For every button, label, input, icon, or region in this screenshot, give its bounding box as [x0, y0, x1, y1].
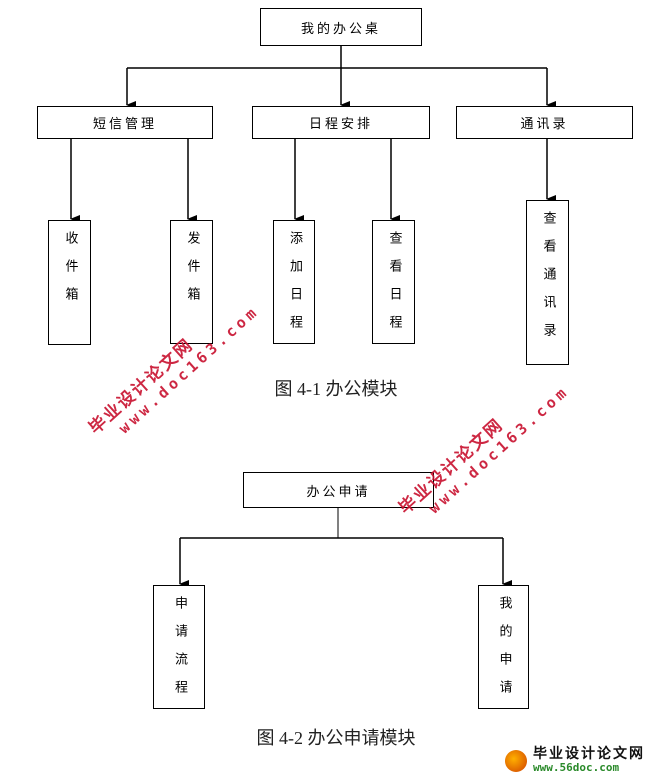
node-label: 我的申请 [496, 596, 512, 708]
node-label: 查看日程 [386, 231, 402, 343]
node-label: 日程安排 [308, 117, 373, 132]
node-label: 短信管理 [92, 117, 157, 132]
node-label: 我的办公桌 [300, 21, 381, 37]
node-inbox: 收件箱 [48, 220, 91, 345]
node-label: 申请流程 [172, 596, 187, 708]
node-application-process: 申请流程 [153, 585, 205, 709]
figure-1-caption: 图 4-1 办公模块 [274, 379, 398, 399]
node-view-schedule: 查看日程 [372, 220, 415, 344]
node-label: 查看通讯录 [540, 211, 556, 351]
node-label: 收件箱 [62, 231, 78, 315]
figure-2-caption: 图 4-2 办公申请模块 [256, 728, 416, 748]
logo-url: www.56doc.com [533, 761, 620, 774]
node-my-office-desk: 我的办公桌 [260, 8, 422, 46]
site-logo: 毕业设计论文网 www.56doc.com [505, 746, 645, 774]
node-label: 发件箱 [184, 231, 200, 315]
node-outbox: 发件箱 [170, 220, 213, 344]
logo-name: 毕业设计论文网 [533, 746, 645, 762]
node-label: 办公申请 [306, 484, 371, 500]
node-add-schedule: 添加日程 [273, 220, 315, 344]
node-my-applications: 我的申请 [478, 585, 529, 709]
node-sms-management: 短信管理 [37, 106, 213, 139]
node-view-contacts: 查看通讯录 [526, 200, 569, 365]
node-contacts: 通讯录 [456, 106, 633, 139]
logo-icon [505, 750, 527, 772]
node-schedule: 日程安排 [252, 106, 430, 139]
node-label: 添加日程 [287, 231, 302, 343]
node-label: 通讯录 [520, 117, 569, 132]
node-office-application: 办公申请 [243, 472, 434, 508]
